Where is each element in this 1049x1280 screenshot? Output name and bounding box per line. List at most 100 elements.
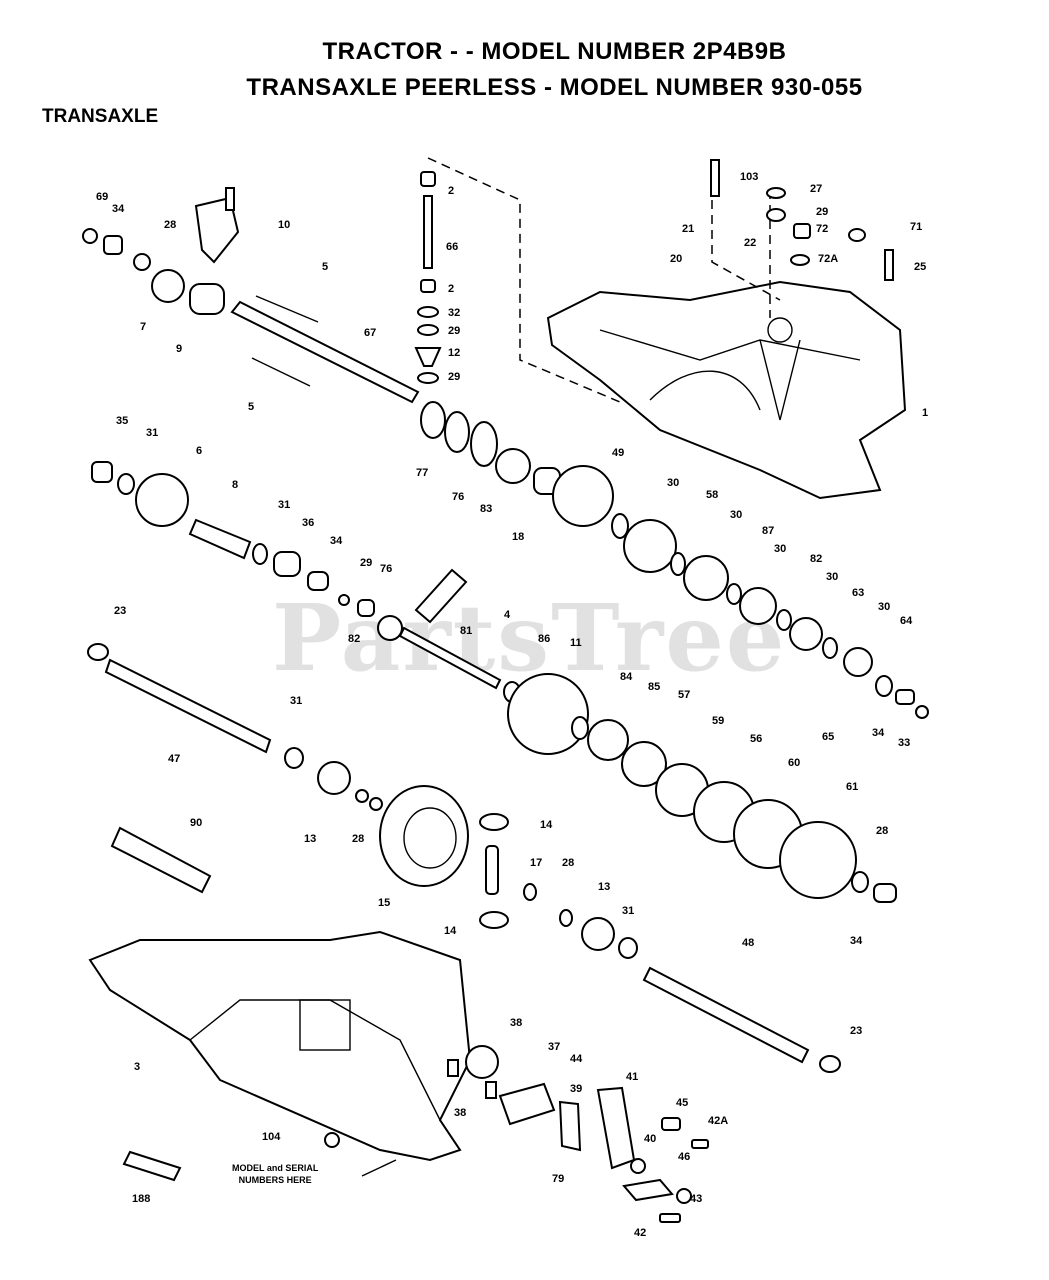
gear <box>739 587 777 625</box>
bevel-gear <box>581 917 615 951</box>
plug <box>793 223 811 239</box>
part-callout-30: 30 <box>667 477 679 489</box>
bevel-gear <box>414 347 442 367</box>
gear <box>151 269 185 303</box>
part-callout-2: 2 <box>448 283 454 295</box>
part-callout-31: 31 <box>278 499 290 511</box>
washer <box>470 421 498 467</box>
lower-housing <box>88 930 472 1162</box>
part-callout-46: 46 <box>678 1151 690 1163</box>
part-callout-44: 44 <box>570 1053 583 1065</box>
washer <box>417 324 439 336</box>
o-ring <box>766 208 786 222</box>
part-callout-28: 28 <box>164 219 176 231</box>
part-callout-69: 69 <box>96 191 108 203</box>
pointer-arrow <box>361 1159 397 1177</box>
nut <box>676 1188 692 1204</box>
washer <box>444 411 470 453</box>
part-callout-29: 29 <box>448 325 460 337</box>
diagram-title-line2: TRANSAXLE PEERLESS - MODEL NUMBER 930-05… <box>246 74 863 101</box>
part-callout-72a: 72A <box>818 253 838 265</box>
spacer <box>357 599 375 617</box>
gear <box>621 741 667 787</box>
washer <box>417 372 439 384</box>
part-callout-90: 90 <box>190 817 202 829</box>
brake-caliper <box>498 1082 556 1126</box>
part-callout-6: 6 <box>196 445 202 457</box>
part-callout-82: 82 <box>348 633 360 645</box>
washer <box>822 637 838 659</box>
part-callout-33: 33 <box>898 737 910 749</box>
bushing <box>103 235 123 255</box>
bracket <box>622 1178 674 1202</box>
part-callout-103: 103 <box>740 171 758 183</box>
seal <box>819 1055 841 1073</box>
bushing <box>873 883 897 903</box>
part-callout-71: 71 <box>910 221 922 233</box>
part-callout-42: 42 <box>634 1227 646 1239</box>
part-callout-14: 14 <box>540 819 553 831</box>
shift-shaft <box>230 300 420 404</box>
part-callout-43: 43 <box>690 1193 702 1205</box>
washer <box>420 401 446 439</box>
part-callout-87: 87 <box>762 525 774 537</box>
washer <box>611 513 629 539</box>
bushing <box>895 689 915 705</box>
washer <box>571 716 589 740</box>
part-callout-63: 63 <box>852 587 864 599</box>
part-callout-31: 31 <box>622 905 634 917</box>
part-callout-65: 65 <box>822 731 834 743</box>
differential-ring-gear <box>379 785 469 887</box>
part-callout-32: 32 <box>448 307 460 319</box>
pinion-shaft <box>188 518 252 560</box>
part-callout-28: 28 <box>352 833 364 845</box>
bevel-gear <box>317 761 351 795</box>
gear <box>623 519 677 573</box>
part-callout-8: 8 <box>232 479 238 491</box>
part-callout-48: 48 <box>742 937 754 949</box>
part-callout-40: 40 <box>644 1133 656 1145</box>
part-callout-5: 5 <box>248 401 254 413</box>
bushing <box>82 228 98 244</box>
part-callout-67: 67 <box>364 327 376 339</box>
part-callout-12: 12 <box>448 347 460 359</box>
washer <box>284 747 304 769</box>
washer <box>523 883 537 901</box>
brake-disc <box>465 1045 499 1079</box>
gear <box>789 617 823 651</box>
part-callout-29: 29 <box>816 206 828 218</box>
large-gear <box>507 673 589 755</box>
part-callout-23: 23 <box>850 1025 862 1037</box>
part-callout-13: 13 <box>304 833 316 845</box>
bearing <box>843 647 873 677</box>
model-serial-note: MODEL and SERIAL NUMBERS HERE <box>232 1162 318 1186</box>
shifter-rod <box>255 295 319 323</box>
part-callout-49: 49 <box>612 447 624 459</box>
part-callout-37: 37 <box>548 1041 560 1053</box>
part-callout-2: 2 <box>448 185 454 197</box>
part-callout-10: 10 <box>278 219 290 231</box>
part-callout-14: 14 <box>444 925 457 937</box>
washer <box>875 675 893 697</box>
brake-pad <box>485 1081 497 1099</box>
watermark-text: PartsTree <box>272 584 787 692</box>
alignment-line <box>711 200 781 301</box>
part-callout-36: 36 <box>302 517 314 529</box>
part-callout-31: 31 <box>290 695 302 707</box>
bevel-pinion <box>479 911 509 929</box>
grease-tube <box>122 1150 182 1182</box>
diagram-title-line1: TRACTOR - - MODEL NUMBER 2P4B9B <box>322 38 787 65</box>
shift-lever <box>194 196 240 264</box>
washer <box>790 254 810 266</box>
part-callout-76: 76 <box>452 491 464 503</box>
bearing <box>420 171 436 187</box>
part-callout-56: 56 <box>750 733 762 745</box>
part-callout-30: 30 <box>730 509 742 521</box>
cross-shaft <box>485 845 499 895</box>
part-callout-83: 83 <box>480 503 492 515</box>
part-callout-47: 47 <box>168 753 180 765</box>
spacer <box>661 1117 681 1131</box>
sealant-tube <box>110 826 212 894</box>
nut <box>848 228 866 242</box>
part-callout-7: 7 <box>140 321 146 333</box>
